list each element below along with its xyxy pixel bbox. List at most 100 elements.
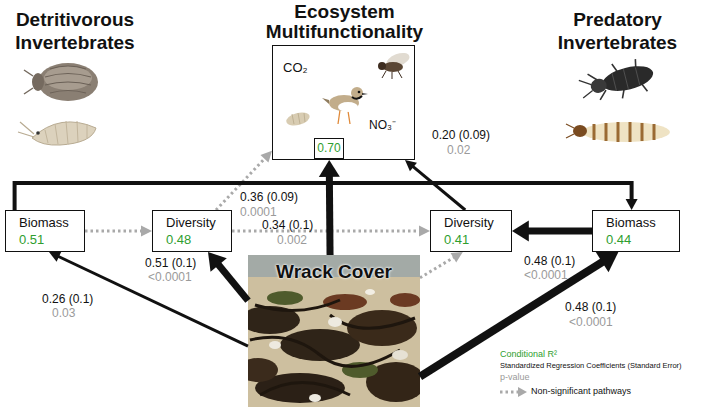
arrowhead [141, 226, 152, 237]
isopod-photo-part [45, 66, 91, 93]
isopod-photo-part [24, 70, 33, 94]
r2-value: 0.44 [606, 231, 679, 248]
plover-photo-part [351, 87, 363, 99]
wrack-photo-part [328, 317, 342, 327]
connector-line [420, 257, 455, 278]
significant-path [420, 252, 618, 377]
variable-name: Biomass [19, 214, 84, 231]
wrack-photo-part [269, 341, 281, 349]
path-coefficient: 0.26 (0.1) [42, 292, 93, 306]
significant-path [319, 160, 340, 255]
significant-path [208, 252, 248, 301]
arrowhead [260, 151, 272, 163]
r2-value: 0.41 [444, 231, 511, 248]
wrack-photo-part [309, 394, 321, 402]
variable-box: Diversity0.48 [152, 210, 232, 252]
heading: Ecosystem Multifunctionality [245, 2, 445, 42]
variable-name: Biomass [606, 214, 679, 231]
group-heading: Detritivorous Invertebrates [0, 8, 150, 54]
beetle-photo [577, 55, 658, 108]
small-isopod-photo-part [292, 113, 305, 124]
larva-photo [566, 122, 670, 142]
legend-text: Non-significant pathways [531, 386, 631, 396]
r2-box: 0.70 [314, 138, 344, 159]
r2-value: 0.48 [166, 231, 231, 248]
p-value: 0.03 [52, 306, 75, 320]
path-coefficient: 0.20 (0.09) [432, 128, 490, 142]
p-value: <0.0001 [569, 315, 613, 329]
isopod-photo-part [38, 63, 98, 101]
variable-box: Biomass0.51 [5, 210, 85, 252]
connector-line [326, 174, 334, 255]
p-value: 0.0001 [240, 205, 277, 219]
arrowhead [451, 252, 463, 262]
plover-photo [322, 87, 368, 124]
fly-photo-part [382, 71, 402, 79]
arrowhead [319, 160, 340, 177]
legend-dotted-arrow [500, 387, 527, 397]
amphipod-photo-part [32, 122, 96, 145]
amphipod-photo [18, 121, 96, 145]
outcome-box: Ecosystem MultifunctionalityCO₂NO₃⁻0.70 [272, 45, 415, 160]
arrowhead [405, 160, 417, 171]
plover-photo-part [338, 102, 358, 112]
larva-photo-part [594, 122, 654, 142]
fly-photo-part [378, 62, 386, 70]
beetle-photo-part [589, 77, 608, 94]
variable-box: Diversity0.41 [430, 210, 512, 252]
wrack-photo-part [250, 300, 415, 395]
arrowhead [419, 226, 430, 237]
path-coefficient: 0.34 (0.1) [262, 218, 313, 232]
arrowhead [596, 252, 619, 272]
plover-photo-part [352, 96, 362, 99]
path-coefficient: 0.48 (0.1) [565, 300, 616, 314]
legend-text: Conditional R² [500, 349, 557, 359]
isopod-photo-part [32, 73, 44, 91]
variable-name: Diversity [444, 214, 511, 231]
fly-photo-part [383, 62, 403, 72]
wrack-photo-part [323, 294, 367, 310]
metric-label: CO₂ [283, 60, 308, 75]
connector-line [85, 230, 143, 233]
isopod-photo [24, 63, 98, 101]
legend-text: p-value [500, 372, 530, 382]
arrowhead [626, 199, 638, 210]
beetle-photo-part [600, 62, 656, 96]
wrack-photo-part [390, 293, 420, 307]
amphipod-photo-part [18, 122, 34, 137]
arrowhead [49, 252, 61, 262]
larva-photo-part [582, 122, 670, 142]
plover-photo-part [322, 98, 329, 104]
driver-photo-box: Wrack Cover [248, 255, 420, 407]
p-value: <0.0001 [524, 268, 568, 282]
group-heading: Predatory Invertebrates [540, 8, 695, 54]
connector-line [412, 166, 465, 210]
r2-value: 0.70 [315, 139, 343, 158]
arrowhead [512, 221, 529, 242]
fly-photo [378, 50, 411, 79]
legend-dotted-arrow-part [500, 391, 518, 394]
larva-photo-part [566, 124, 574, 138]
isopod-photo-part [44, 66, 92, 90]
connector-line [15, 183, 632, 210]
path-coefficient: 0.51 (0.1) [145, 256, 196, 270]
wrack-photo-part [267, 291, 303, 305]
metric-label: NO₃⁻ [369, 116, 396, 133]
path-coefficient: 0.48 (0.1) [524, 254, 575, 268]
plover-photo-part [358, 91, 361, 94]
significant-path [512, 221, 592, 242]
nonsignificant-path [420, 252, 463, 278]
legend-text: Standardized Regression Coefficients (St… [500, 361, 682, 370]
small-isopod-photo-part [285, 110, 311, 128]
wrack-photo-part [392, 350, 408, 360]
amphipod-photo-part [36, 131, 40, 135]
beetle-photo-part [579, 78, 594, 98]
plover-photo-part [338, 110, 350, 124]
small-isopod-photo [285, 110, 311, 128]
arrowhead [208, 252, 227, 272]
wrack-photo-part [365, 289, 375, 295]
larva-photo-part [573, 125, 587, 137]
